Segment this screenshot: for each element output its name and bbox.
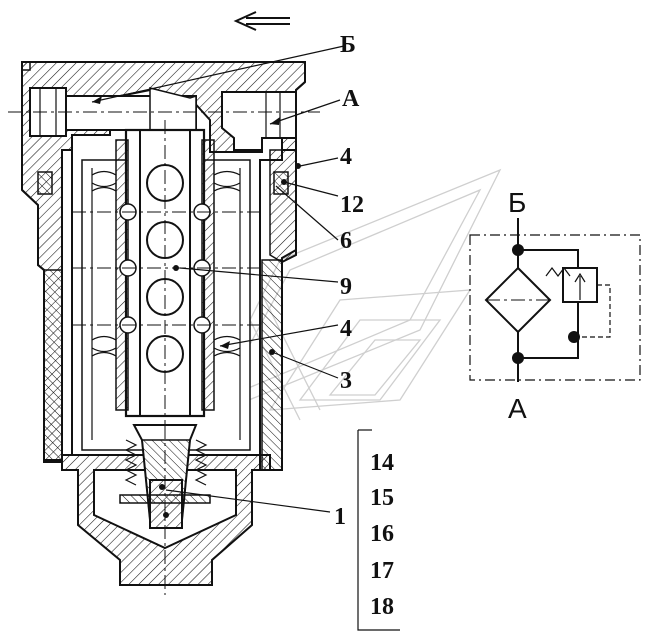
parts-list: 14 15 16 17 18: [370, 450, 394, 620]
label-part-3: 3: [340, 368, 352, 394]
arrow-left-icon: [233, 11, 290, 31]
label-part-4-mid: 4: [340, 316, 352, 342]
label-part-9: 9: [340, 274, 352, 300]
port-channel: [8, 87, 320, 151]
filter-element: [72, 120, 265, 430]
filter-bands: [91, 170, 241, 357]
bottom-cap: [61, 424, 271, 595]
hydraulic-schematic: Б А: [469, 187, 641, 424]
label-part-4-top: 4: [340, 144, 352, 170]
parts-list-item: 15: [370, 485, 394, 511]
schematic-label-a: А: [508, 393, 527, 424]
label-part-1: 1: [334, 504, 346, 530]
label-port-a: А: [342, 86, 360, 112]
label-part-12: 12: [340, 192, 364, 218]
parts-list-item: 17: [370, 558, 394, 584]
parts-list-item: 14: [370, 450, 394, 476]
label-part-6: 6: [340, 228, 352, 254]
schematic-label-b: Б: [508, 187, 526, 218]
parts-list-item: 16: [370, 521, 394, 547]
seal-rings: [37, 171, 289, 195]
leader-lines: [91, 45, 400, 631]
callout-labels: Б А 4 12 6 9 4 3 1: [334, 32, 364, 530]
label-port-b: Б: [340, 32, 356, 58]
parts-list-item: 18: [370, 594, 394, 620]
